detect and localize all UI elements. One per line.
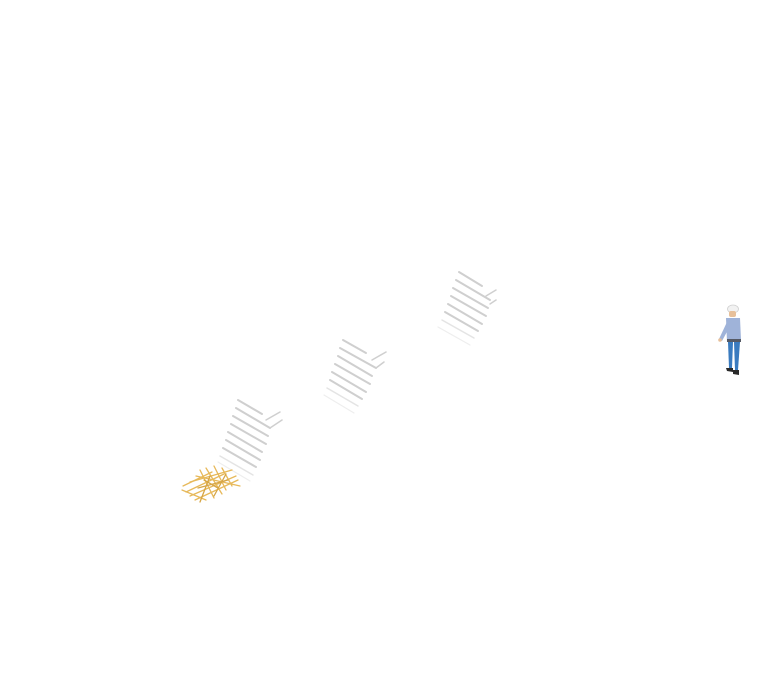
worker-hardhat-icon [718,304,741,375]
paper-stack-icon [217,399,283,482]
paper-stack-icon [323,339,387,414]
paper-stack-icon [437,271,497,346]
straw-icon [181,465,241,503]
